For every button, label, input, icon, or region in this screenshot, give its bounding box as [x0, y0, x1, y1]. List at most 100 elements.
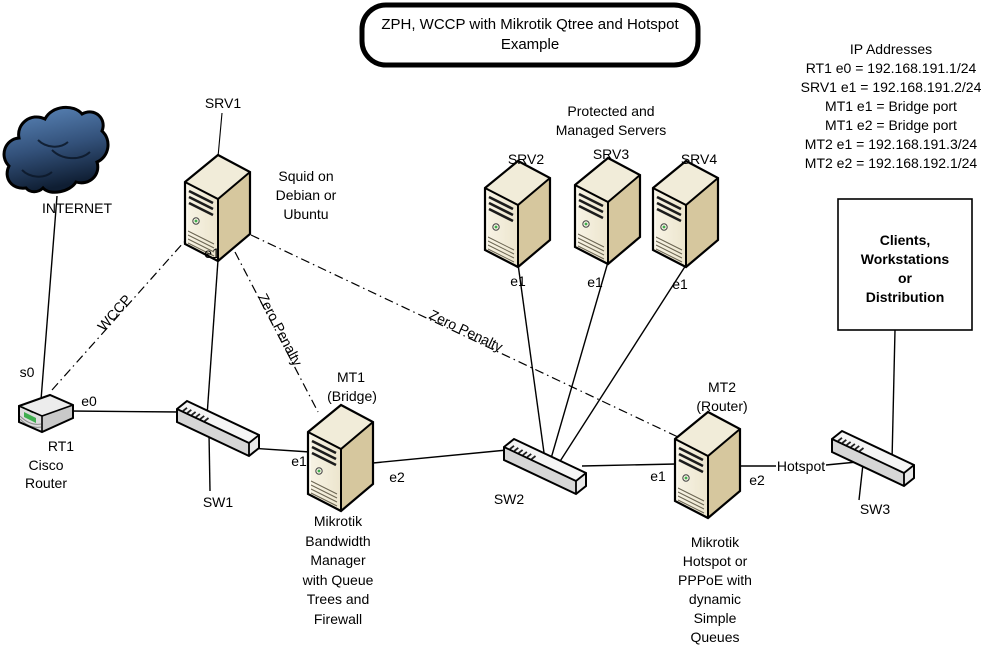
ip-list-heading: IP Addresses — [850, 41, 932, 57]
clients-box — [837, 198, 973, 331]
mt1-caption-line: Firewall — [314, 611, 362, 627]
switch-icon — [503, 438, 587, 495]
mt1-caption-line: Bandwidth — [305, 533, 370, 549]
mt1-caption-line: Mikrotik — [314, 513, 363, 529]
ip-entry: SRV1 e1 = 192.168.191.2/24 — [801, 79, 982, 95]
link-zero-penalty-mt2 — [250, 234, 679, 438]
srv2-name: SRV2 — [508, 151, 545, 167]
srv1-label-line — [217, 112, 223, 158]
link-sw1-mt1 — [249, 447, 311, 453]
sw3-name: SW3 — [860, 501, 891, 517]
link-mt1-sw2 — [372, 449, 508, 464]
mt2-caption-line: dynamic — [689, 591, 741, 607]
labels: ZPH, WCCP with Mikrotik Qtree and Hotspo… — [20, 16, 982, 645]
hotspot-link-label: Hotspot — [777, 458, 825, 474]
mt2-caption-line: Queues — [690, 629, 739, 645]
mt2-caption-line: Mikrotik — [691, 534, 740, 550]
router-rt1 — [18, 394, 74, 433]
router-icon — [18, 394, 74, 433]
ip-entry: MT2 e2 = 192.168.192.1/24 — [805, 155, 978, 171]
switch-icon — [176, 400, 260, 457]
internet-cloud — [2, 105, 110, 194]
link-srv3-sw2 — [549, 261, 609, 463]
link-internet-rt1 — [40, 195, 58, 401]
mt1-caption-line: Trees and — [307, 591, 370, 607]
connection-lines — [40, 112, 896, 501]
srv4-name: SRV4 — [681, 151, 718, 167]
mt2-caption-line: Hotspot or — [683, 553, 748, 569]
link-rt1-sw1 — [69, 410, 182, 413]
mt1-name: MT1 — [337, 369, 365, 385]
title-box — [359, 2, 701, 68]
mt1-caption-line: with Queue — [302, 572, 374, 588]
internet-label: INTERNET — [42, 200, 112, 216]
rt1-name: RT1 — [48, 438, 74, 454]
server-mt2 — [673, 410, 742, 520]
ip-entry: MT2 e1 = 192.168.191.3/24 — [805, 136, 978, 152]
rt1-caption-1: Cisco — [28, 457, 63, 473]
mt2-port-e1: e1 — [650, 468, 666, 484]
protected-heading-2: Managed Servers — [556, 122, 667, 138]
link-zero-penalty-mt1 — [234, 251, 319, 413]
link-srv2-sw2 — [517, 263, 546, 461]
mt1-port-e1: e1 — [291, 453, 307, 469]
mt2-port-e2: e2 — [749, 472, 765, 488]
ip-entry: MT1 e1 = Bridge port — [825, 98, 957, 114]
link-hotspot-sw3 — [825, 461, 858, 466]
title-line1: ZPH, WCCP with Mikrotik Qtree and Hotspo… — [381, 16, 679, 33]
link-clients-sw3 — [891, 329, 896, 462]
cloud-detail — [21, 139, 91, 178]
switch-sw2 — [503, 438, 587, 495]
mt1-caption-line: Manager — [310, 552, 366, 568]
protected-heading-1: Protected and — [567, 103, 654, 119]
link-sw2-mt2 — [581, 463, 677, 467]
zero-penalty-mt2-label: Zero Penalty — [427, 306, 506, 355]
server-icon — [573, 156, 642, 266]
mt2-caption-line: PPPoE with — [678, 572, 752, 588]
server-mt1 — [306, 403, 375, 513]
wccp-link-label: WCCP — [94, 291, 134, 334]
mt1-port-e2: e2 — [389, 469, 405, 485]
server-icon — [651, 159, 720, 269]
server-srv4 — [651, 159, 720, 269]
mt2-subtitle: (Router) — [696, 398, 747, 414]
server-icon — [306, 403, 375, 513]
server-icon — [673, 410, 742, 520]
sw3-label-line — [858, 463, 864, 501]
sw1-label-line — [208, 433, 211, 492]
link-srv1-sw1 — [206, 259, 219, 417]
srv1-caption-1: Squid on — [278, 168, 333, 184]
link-wccp — [51, 241, 185, 391]
clients-box-line3: or — [898, 270, 913, 286]
mt1-subtitle: (Bridge) — [327, 388, 377, 404]
srv3-name: SRV3 — [593, 146, 630, 162]
rt1-caption-2: Router — [25, 475, 67, 491]
mt2-name: MT2 — [708, 379, 736, 395]
switch-icon — [831, 430, 915, 487]
srv1-caption-2: Debian or — [276, 187, 337, 203]
clients-box-line1: Clients, — [880, 232, 931, 248]
sw2-name: SW2 — [494, 491, 525, 507]
server-srv2 — [483, 159, 552, 269]
rt1-port-s0: s0 — [20, 364, 35, 380]
srv1-caption-3: Ubuntu — [283, 206, 328, 222]
srv4-port-e1: e1 — [672, 276, 688, 292]
switch-sw1 — [176, 400, 260, 457]
clients-box-line4: Distribution — [866, 289, 945, 305]
sw1-name: SW1 — [203, 494, 234, 510]
server-srv3 — [573, 156, 642, 266]
srv1-name: SRV1 — [205, 95, 242, 111]
srv3-port-e1: e1 — [587, 274, 603, 290]
link-srv4-sw2 — [556, 264, 687, 467]
title-line2: Example — [501, 36, 559, 53]
srv2-port-e1: e1 — [510, 273, 526, 289]
ip-entry: RT1 e0 = 192.168.191.1/24 — [806, 60, 977, 76]
server-icon — [483, 159, 552, 269]
zero-penalty-mt1-label: Zero Penalty — [255, 291, 306, 369]
cloud-icon — [2, 105, 110, 194]
clients-box-line2: Workstations — [861, 251, 950, 267]
switch-sw3 — [831, 430, 915, 487]
srv1-port-e1: e1 — [204, 245, 220, 261]
